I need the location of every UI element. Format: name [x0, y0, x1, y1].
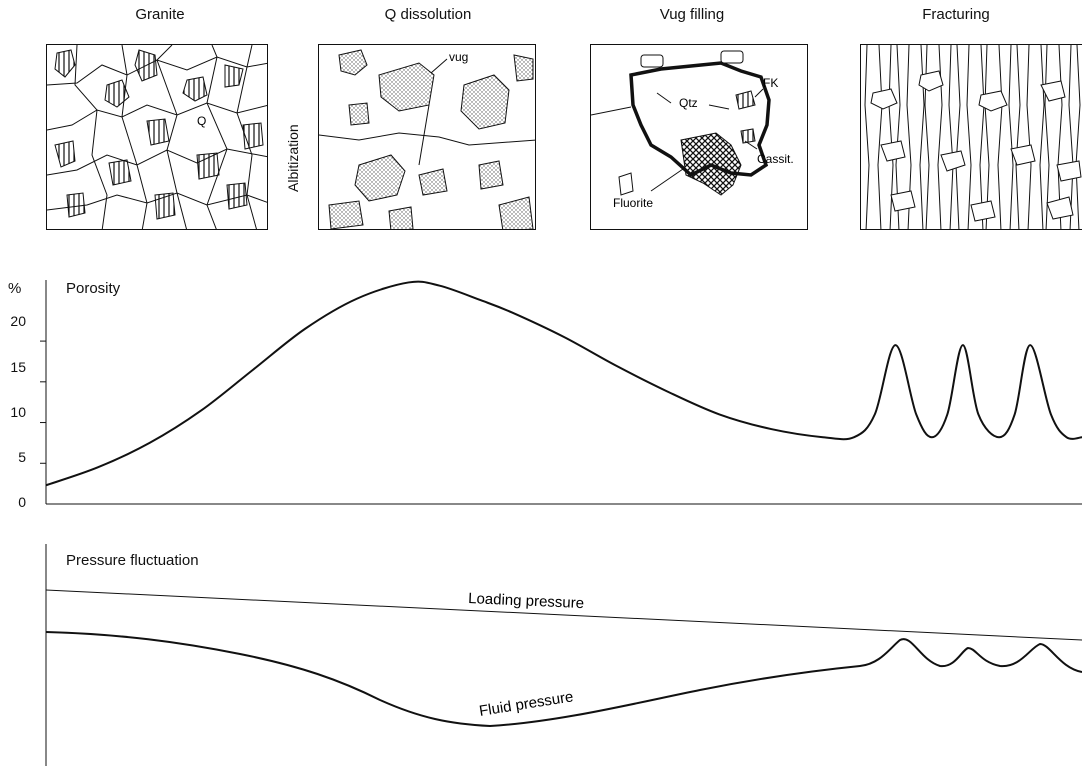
fracture-line: [1068, 45, 1074, 229]
porosity-title: Porosity: [66, 280, 121, 297]
fracture-line: [924, 45, 930, 229]
fracture-line: [979, 45, 985, 229]
loading-pressure-label: Loading pressure: [468, 590, 585, 612]
fracture-line: [997, 45, 1003, 229]
fluid-pressure-label: Fluid pressure: [478, 688, 575, 720]
fracture-line: [1075, 45, 1081, 229]
loading-pressure-line: [45, 589, 1082, 641]
fracture-line: [984, 45, 990, 229]
pressure-chart-title: Pressure fluctuation: [66, 552, 199, 569]
fracture-line: [1015, 45, 1021, 229]
qtz-label: Qtz: [679, 96, 698, 110]
albitization-label: Albitization: [285, 124, 301, 192]
panel-title-granite: Granite: [135, 6, 185, 23]
vug-filling-panel: FK Qtz Cassit. Fluorite: [590, 44, 808, 230]
porosity-chart: [40, 280, 1082, 505]
fluid-pressure-curve: [45, 631, 1082, 728]
fracture-line: [955, 45, 961, 229]
panel-title-q-dissolution: Q dissolution: [384, 6, 472, 23]
q-dissolution-illustration: vug: [319, 49, 535, 229]
fracture-line: [864, 45, 870, 229]
fracture-line: [966, 45, 972, 229]
granite-texture-panel: Q: [46, 44, 268, 230]
fluorite-label: Fluorite: [613, 196, 653, 210]
fk-label: FK: [763, 76, 778, 90]
fracture-line: [1039, 45, 1045, 229]
fracture-line: [919, 45, 925, 229]
y-tick-20: 20: [10, 313, 26, 329]
granite-quartz-label: Q: [197, 114, 206, 128]
fracture-line: [1008, 45, 1014, 229]
panel-title-fracturing: Fracturing: [922, 6, 990, 23]
granite-texture-illustration: Q: [47, 45, 267, 229]
vug-label: vug: [449, 50, 468, 64]
porosity-unit-label: %: [8, 280, 22, 297]
fracture-line: [877, 45, 883, 229]
vug-filling-illustration: FK Qtz Cassit. Fluorite: [591, 50, 794, 210]
fracture-line: [1044, 45, 1050, 229]
fracture-line: [948, 45, 954, 229]
fracturing-panel: [860, 44, 1082, 230]
q-dissolution-panel: vug: [318, 44, 536, 230]
panel-title-vug-filling: Vug filling: [659, 6, 725, 23]
y-tick-10: 10: [10, 404, 26, 420]
fracture-line: [1026, 45, 1032, 229]
fracturing-illustration: [864, 45, 1082, 229]
cassiterite-label: Cassit.: [757, 152, 794, 166]
y-tick-15: 15: [10, 359, 26, 375]
pressure-chart: Loading pressure Fluid pressure: [45, 544, 1082, 766]
y-tick-0: 0: [18, 494, 26, 510]
porosity-curve: [45, 280, 1082, 487]
y-tick-5: 5: [18, 449, 26, 465]
fracture-line: [1057, 45, 1063, 229]
